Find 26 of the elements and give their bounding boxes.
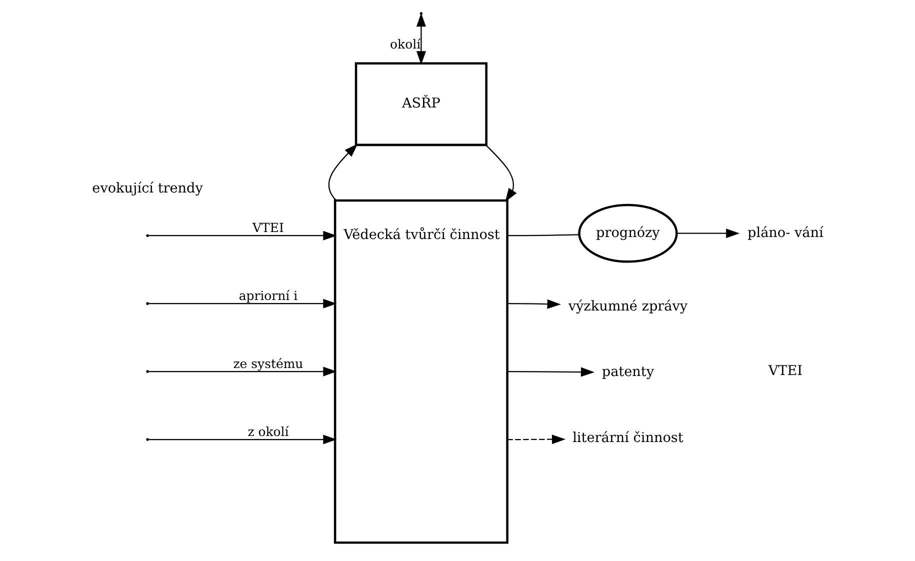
arrow [506,367,594,377]
edge-label: z okolí [247,424,288,439]
edge-label: ze systému [232,356,303,371]
label: evokující trendy [92,180,202,197]
label: VTEI [768,363,802,380]
node-text: výzkumné zprávy [568,298,688,314]
connector [506,234,579,236]
arrow [484,144,516,202]
node-text: patenty [601,364,654,380]
node-box: Vědecká tvůrčí činnost [333,199,508,544]
arrow [676,228,740,238]
edge-label: okolí [390,36,420,52]
node-text: pláno- vání [747,224,823,241]
edge-label: VTEI [252,220,284,235]
arrow [148,298,336,308]
arrow [148,366,336,376]
arrow [506,434,566,444]
arrow [416,12,426,65]
arrow [506,299,560,309]
arrow [148,230,336,240]
arrow [328,144,358,201]
node-text: literární činnost [572,430,683,446]
node-ellipse: prognózy [578,204,678,263]
edge-label: apriorní i [238,288,298,303]
arrow [148,434,336,444]
node-box: ASŘP [354,62,487,146]
